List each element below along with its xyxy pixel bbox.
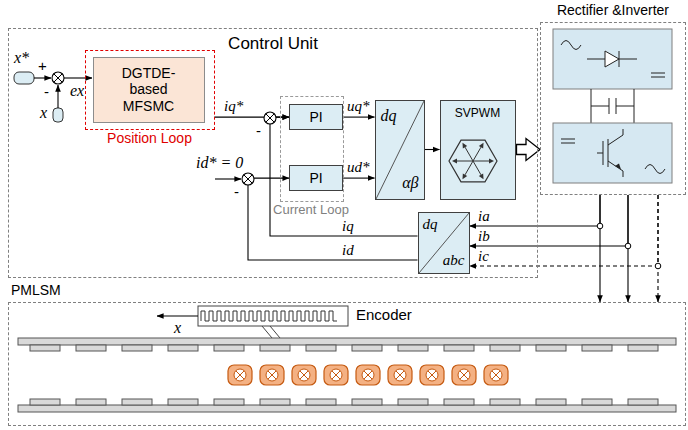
- current-sense-wire: [470, 195, 629, 246]
- signal-label: x: [40, 104, 47, 122]
- current-sense-wire: [470, 195, 659, 266]
- transform-block: dq αβ: [375, 100, 425, 200]
- pi-controller: PI: [289, 104, 343, 130]
- signal-label: ia: [478, 208, 490, 225]
- loop-label: Position Loop: [86, 130, 214, 146]
- pwm-block-arrow: [517, 139, 541, 161]
- sign-label: +: [38, 58, 47, 75]
- tap-dot: [597, 223, 661, 269]
- signal-label: ud*: [347, 159, 370, 176]
- controller-label: DGTDE- based MFSMC: [108, 65, 190, 113]
- transform-block: dq abc: [418, 212, 470, 274]
- signal-label: uq*: [347, 98, 370, 115]
- signal-label: ic: [478, 248, 489, 265]
- svpwm-block: SVPWM: [440, 100, 516, 200]
- signal-label: iq: [342, 218, 354, 235]
- signal-wire: [425, 149, 440, 150]
- signal-label: id: [342, 242, 354, 259]
- mover-coils: [228, 365, 508, 385]
- signal-label: id* = 0: [196, 154, 243, 172]
- signal-label: iq*: [224, 98, 243, 115]
- frame-symbol: dq: [423, 216, 438, 233]
- reference-input: [14, 72, 92, 122]
- signal-label: ib: [478, 228, 490, 245]
- d-axis-reference-wire: [215, 179, 241, 180]
- motor-frame: PMLSM: [8, 302, 686, 426]
- loop-label: Current Loop: [251, 203, 372, 218]
- frame-title: PMLSM: [11, 282, 61, 298]
- sign-label: -: [234, 184, 239, 201]
- pi-controller: PI: [289, 165, 343, 191]
- signal-label: x*: [14, 49, 29, 67]
- frame-title: Control Unit: [9, 34, 537, 54]
- control-unit-frame: DGTDE- based MFSMCPosition LoopPIPICurre…: [8, 28, 538, 278]
- component-label: Encoder: [356, 307, 412, 324]
- voltage-command: [343, 117, 374, 118]
- converter-frame: Rectifier &Inverter: [540, 22, 686, 195]
- block-label: PI: [290, 170, 342, 186]
- frame-symbol: αβ: [402, 174, 418, 192]
- sign-label: -: [256, 123, 261, 140]
- sign-label: -: [44, 84, 49, 101]
- frame-symbol: dq: [381, 107, 397, 125]
- signal-label: x: [174, 319, 181, 337]
- position-loop-frame: DGTDE- based MFSMCPosition Loop: [85, 50, 215, 130]
- block-label: SVPWM: [441, 107, 515, 121]
- encoder-scale: [157, 306, 348, 338]
- current-loop-frame: PIPICurrent Loop: [280, 96, 344, 202]
- current-sense-wire: [470, 195, 601, 226]
- signal-label: ex: [70, 82, 84, 100]
- voltage-command: [343, 178, 374, 179]
- power-converter: [541, 23, 684, 193]
- frame-symbol: abc: [443, 252, 465, 269]
- frame-title: Rectifier &Inverter: [541, 2, 685, 18]
- block-label: PI: [290, 109, 342, 125]
- motor-rails: [18, 338, 676, 412]
